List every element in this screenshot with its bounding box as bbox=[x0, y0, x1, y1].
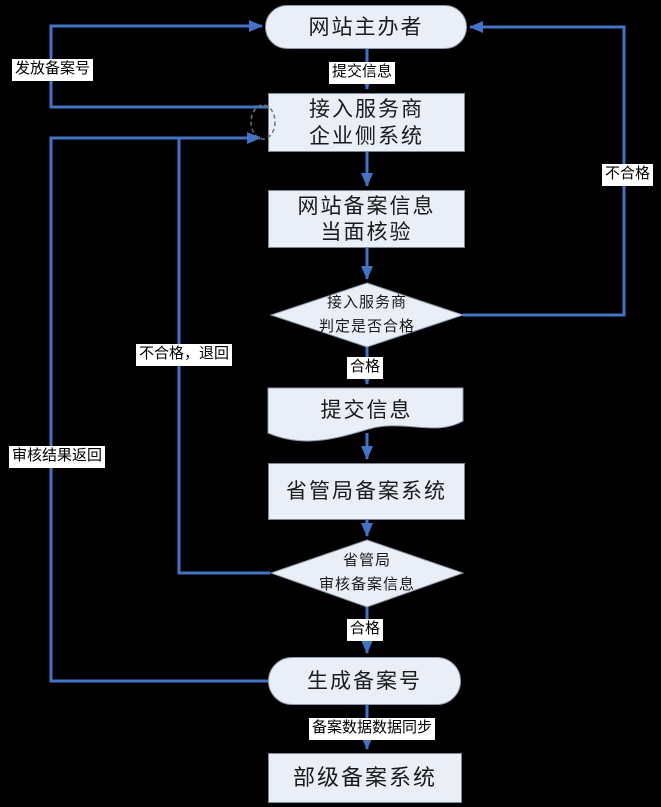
node-ministry-label: 部级备案系统 bbox=[292, 765, 437, 791]
connector-review-result-loop bbox=[49, 132, 268, 683]
node-provincial-system: 省管局备案系统 bbox=[268, 463, 465, 520]
edge-label-qualified-2: 合格 bbox=[347, 619, 384, 641]
node-isp-decision-text: 接入服务商 判定是否合格 bbox=[287, 288, 447, 342]
edge-label-qualified-1: 合格 bbox=[347, 357, 384, 379]
node-ministry-system: 部级备案系统 bbox=[268, 753, 462, 803]
node-website-sponsor-label: 网站主办者 bbox=[308, 14, 424, 39]
edge-label-unqualified: 不合格 bbox=[602, 164, 654, 186]
node-provincial-review-text: 省管局 审核备案信息 bbox=[287, 546, 447, 600]
node-verify-line1: 网站备案信息 bbox=[297, 193, 436, 218]
node-review-line1: 省管局 bbox=[342, 553, 391, 569]
edge-label-data-sync: 备案数据数据同步 bbox=[309, 718, 436, 740]
connector-unqualified-loop bbox=[463, 21, 626, 317]
node-isp-line1: 接入服务商 bbox=[309, 97, 424, 122]
node-generate-label: 生成备案号 bbox=[307, 668, 422, 693]
edge-label-issue-number: 发放备案号 bbox=[12, 59, 94, 81]
node-generate-number: 生成备案号 bbox=[268, 657, 461, 705]
node-provincial-label: 省管局备案系统 bbox=[286, 479, 447, 504]
edge-label-review-result-return: 审核结果返回 bbox=[9, 446, 106, 468]
edge-label-submit-info: 提交信息 bbox=[329, 62, 396, 84]
node-isp-enterprise-system: 接入服务商 企业侧系统 bbox=[268, 93, 465, 152]
node-decision-line2: 判定是否合格 bbox=[318, 319, 415, 335]
node-verify-line2: 当面核验 bbox=[320, 220, 413, 244]
edge-label-unqualified-return: 不合格，退回 bbox=[136, 344, 233, 366]
node-isp-line2: 企业侧系统 bbox=[309, 123, 424, 148]
node-submit-info-doc-text: 提交信息 bbox=[268, 392, 465, 426]
node-website-sponsor: 网站主办者 bbox=[265, 5, 467, 49]
node-review-line2: 审核备案信息 bbox=[318, 577, 415, 593]
node-onsite-verification: 网站备案信息 当面核验 bbox=[268, 190, 465, 248]
node-doc-label: 提交信息 bbox=[320, 398, 413, 422]
node-decision-line1: 接入服务商 bbox=[326, 295, 407, 311]
